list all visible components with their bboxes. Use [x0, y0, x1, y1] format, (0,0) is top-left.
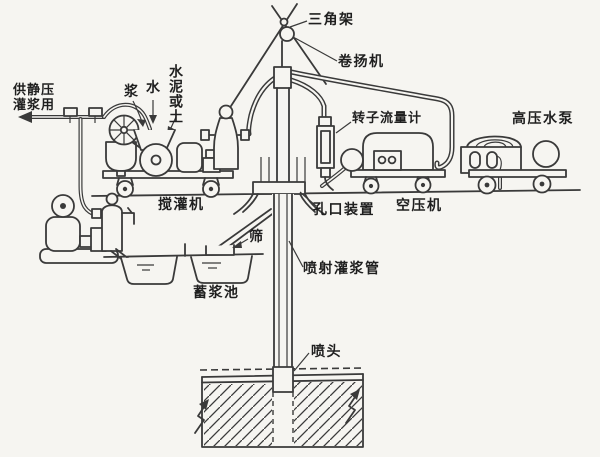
gauge — [389, 157, 396, 164]
gauge-panel — [374, 151, 401, 170]
label-orifice-device: 孔口装置 — [313, 201, 375, 217]
pool-rim — [104, 254, 263, 257]
label-air-compressor: 空压机 — [396, 197, 443, 213]
label-static-grouting-2: 灌浆用 — [13, 97, 56, 112]
label-jet-grouting-pipe: 喷射灌浆管 — [303, 260, 381, 276]
air-tank — [341, 149, 363, 171]
flowmeter-outlet — [325, 177, 333, 190]
pump-platform — [469, 170, 566, 177]
air-compressor — [341, 133, 445, 194]
label-slurry: 浆 — [124, 83, 140, 99]
funnel-left — [234, 194, 253, 214]
break-mark-right — [346, 394, 357, 423]
nozzle-block — [273, 367, 293, 392]
sieve-tray — [206, 245, 234, 255]
label-slurry-pool: 蓄浆池 — [193, 284, 240, 300]
valve — [487, 152, 497, 168]
pool-right — [191, 256, 252, 283]
mixer-machine — [103, 106, 249, 198]
label-rotor-flowmeter: 转子流量计 — [352, 110, 423, 125]
tripod-apex-pin — [281, 19, 288, 26]
valve — [470, 152, 480, 168]
ground-line — [92, 190, 580, 196]
funnel-right — [305, 194, 324, 214]
label-water: 水 — [146, 79, 162, 95]
orifice-slab — [253, 182, 305, 194]
faucet — [122, 213, 134, 224]
gauge — [220, 106, 233, 119]
valve — [89, 108, 102, 116]
block-outline — [202, 374, 363, 447]
label-static-grouting-1: 供静压 — [13, 82, 56, 97]
motor-box — [177, 143, 202, 172]
label-tripod: 三角架 — [308, 11, 355, 27]
air-chamber — [102, 205, 122, 251]
slurry-pools — [104, 244, 263, 284]
flow-arrow-left — [18, 111, 32, 123]
gauge — [379, 157, 386, 164]
static-grouting-pipeline — [18, 105, 150, 218]
pump-sphere — [533, 141, 559, 167]
tripod-frame — [231, 4, 326, 106]
label-high-pressure-pump: 高压水泵 — [512, 110, 574, 126]
compressor-platform — [351, 170, 445, 177]
leader-lines — [232, 21, 351, 371]
valve — [241, 130, 249, 140]
hoist-pulley — [280, 27, 294, 41]
valve — [92, 209, 101, 218]
label-cement-or-soil: 水泥或土 — [168, 64, 184, 124]
label-winch: 卷扬机 — [338, 53, 385, 69]
slurry-vessel — [214, 118, 238, 169]
valve — [64, 108, 77, 116]
slurry-hose — [249, 78, 275, 134]
mixer-tank — [106, 142, 136, 171]
jet-grouting-pipe-assembly — [234, 88, 324, 392]
label-nozzle: 喷头 — [311, 343, 342, 359]
label-sieve: 筛 — [249, 228, 265, 244]
slurry-pump — [40, 194, 138, 269]
break-mark-left — [195, 404, 206, 433]
rotor-flowmeter — [317, 117, 334, 190]
label-mixer: 搅灌机 — [158, 196, 205, 212]
sieve-chute — [206, 209, 275, 255]
valve — [201, 130, 209, 140]
swivel-head — [274, 67, 291, 88]
pump-motor — [46, 217, 80, 251]
high-pressure-water-pump — [461, 136, 566, 193]
